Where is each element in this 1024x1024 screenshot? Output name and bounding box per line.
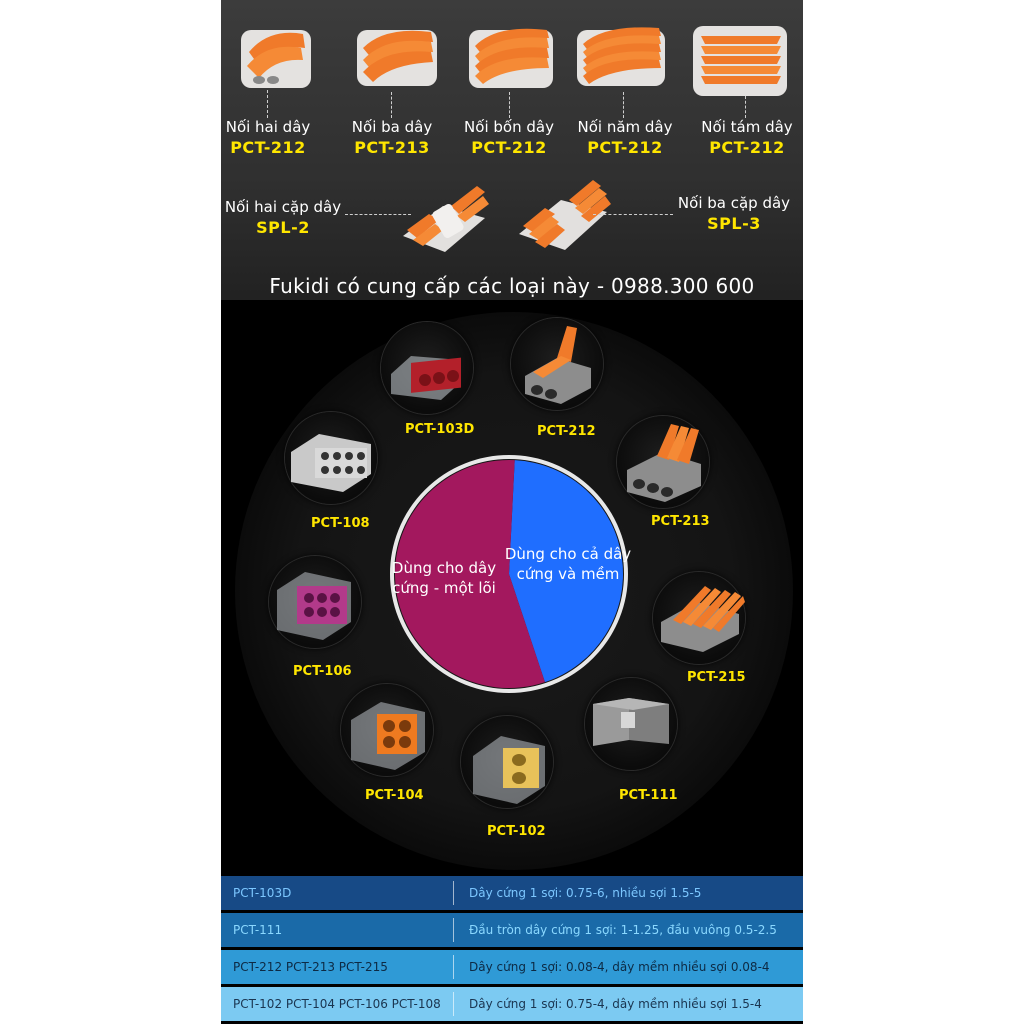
usage-pie-chart [390,455,628,693]
lead-line [623,92,624,118]
connector-5-image [575,22,669,98]
table-cell-spec: Dây cứng 1 sợi: 0.08-4, dây mềm nhiều sợ… [469,960,770,974]
thumb-pct-108 [285,412,377,504]
product-poster: Nối hai dây PCT-212 Nối ba dây PCT-213 N… [221,0,803,1024]
thumb-pct-213 [617,416,709,508]
column-divider [453,992,454,1016]
lead-line [345,214,411,215]
column-divider [453,955,454,979]
pair-product-label: Nối hai cặp dây [224,198,342,216]
lead-line [745,96,746,118]
pie-label-both-line1: Dùng cho cả dây [504,545,632,563]
table-row: PCT-102 PCT-104 PCT-106 PCT-108 Dây cứng… [221,987,803,1021]
thumb-pct-215 [653,572,745,664]
pie-slice-solid [394,460,545,688]
product-code: PCT-213 [354,138,430,157]
pie-label-both-line2: cứng và mềm [516,565,620,583]
pie-label-both: Dùng cho cả dây cứng và mềm [503,544,633,584]
thumb-pct-106 [269,556,361,648]
product-label: Nối ba dây [351,118,433,136]
top-product-panel: Nối hai dây PCT-212 Nối ba dây PCT-213 N… [221,0,803,312]
pie-label-solid: Dùng cho dây cứng - một lõi [379,558,509,598]
supplier-contact-line: Fukidi có cung cấp các loại này - 0988.3… [269,274,755,298]
table-cell-models: PCT-111 [233,923,283,937]
thumb-pct-103d [381,322,473,414]
thumb-label: PCT-215 [687,670,746,685]
thumb-pct-212 [511,318,603,410]
pie-outline [390,455,628,693]
product-code: PCT-212 [587,138,663,157]
table-row: PCT-212 PCT-213 PCT-215 Dây cứng 1 sợi: … [221,950,803,984]
connector-circle-section: Dùng cho dây cứng - một lõi Dùng cho cả … [221,300,803,872]
product-label: Nối hai dây [225,118,311,136]
lead-line [391,92,392,118]
product-code: PCT-212 [230,138,306,157]
lead-line [593,214,673,215]
product-code: PCT-212 [709,138,785,157]
splice-2-image [399,176,489,266]
table-row: PCT-103D Dây cứng 1 sợi: 0.75-6, nhiều s… [221,876,803,910]
connector-3-image [355,22,441,96]
spec-table: PCT-103D Dây cứng 1 sợi: 0.75-6, nhiều s… [221,876,803,1024]
pie-label-solid-line1: Dùng cho dây [391,559,497,577]
table-cell-models: PCT-103D [233,886,292,900]
pair-product-code: SPL-3 [707,214,761,233]
thumb-pct-102 [461,716,553,808]
connector-2-image [239,22,315,98]
product-label: Nối tám dây [701,118,793,136]
table-cell-spec: Dây cứng 1 sợi: 0.75-6, nhiều sợi 1.5-5 [469,886,702,900]
table-row: PCT-111 Đầu tròn dây cứng 1 sợi: 1-1.25,… [221,913,803,947]
thumb-label: PCT-108 [311,516,370,531]
product-code: PCT-212 [471,138,547,157]
thumb-label: PCT-103D [405,422,475,437]
thumb-label: PCT-212 [537,424,596,439]
pie-label-solid-line2: cứng - một lõi [392,579,496,597]
product-label: Nối bốn dây [464,118,554,136]
column-divider [453,918,454,942]
pie-slice-both [509,460,623,683]
thumb-label: PCT-102 [487,824,546,839]
connector-8-image [691,18,791,104]
thumb-label: PCT-111 [619,788,678,803]
pair-product-code: SPL-2 [256,218,310,237]
splice-3-image [515,172,611,262]
thumb-label: PCT-213 [651,514,710,529]
lead-line [267,90,268,118]
column-divider [453,881,454,905]
table-cell-models: PCT-102 PCT-104 PCT-106 PCT-108 [233,997,441,1011]
product-label: Nối năm dây [577,118,673,136]
thumb-label: PCT-106 [293,664,352,679]
table-cell-models: PCT-212 PCT-213 PCT-215 [233,960,388,974]
thumb-label: PCT-104 [365,788,424,803]
connector-4-image [467,22,557,98]
thumb-pct-104 [341,684,433,776]
table-cell-spec: Đầu tròn dây cứng 1 sợi: 1-1.25, đầu vuô… [469,923,777,937]
thumb-pct-111 [585,678,677,770]
pair-product-label: Nối ba cặp dây [677,194,791,212]
table-cell-spec: Dây cứng 1 sợi: 0.75-4, dây mềm nhiều sợ… [469,997,762,1011]
lead-line [509,92,510,118]
